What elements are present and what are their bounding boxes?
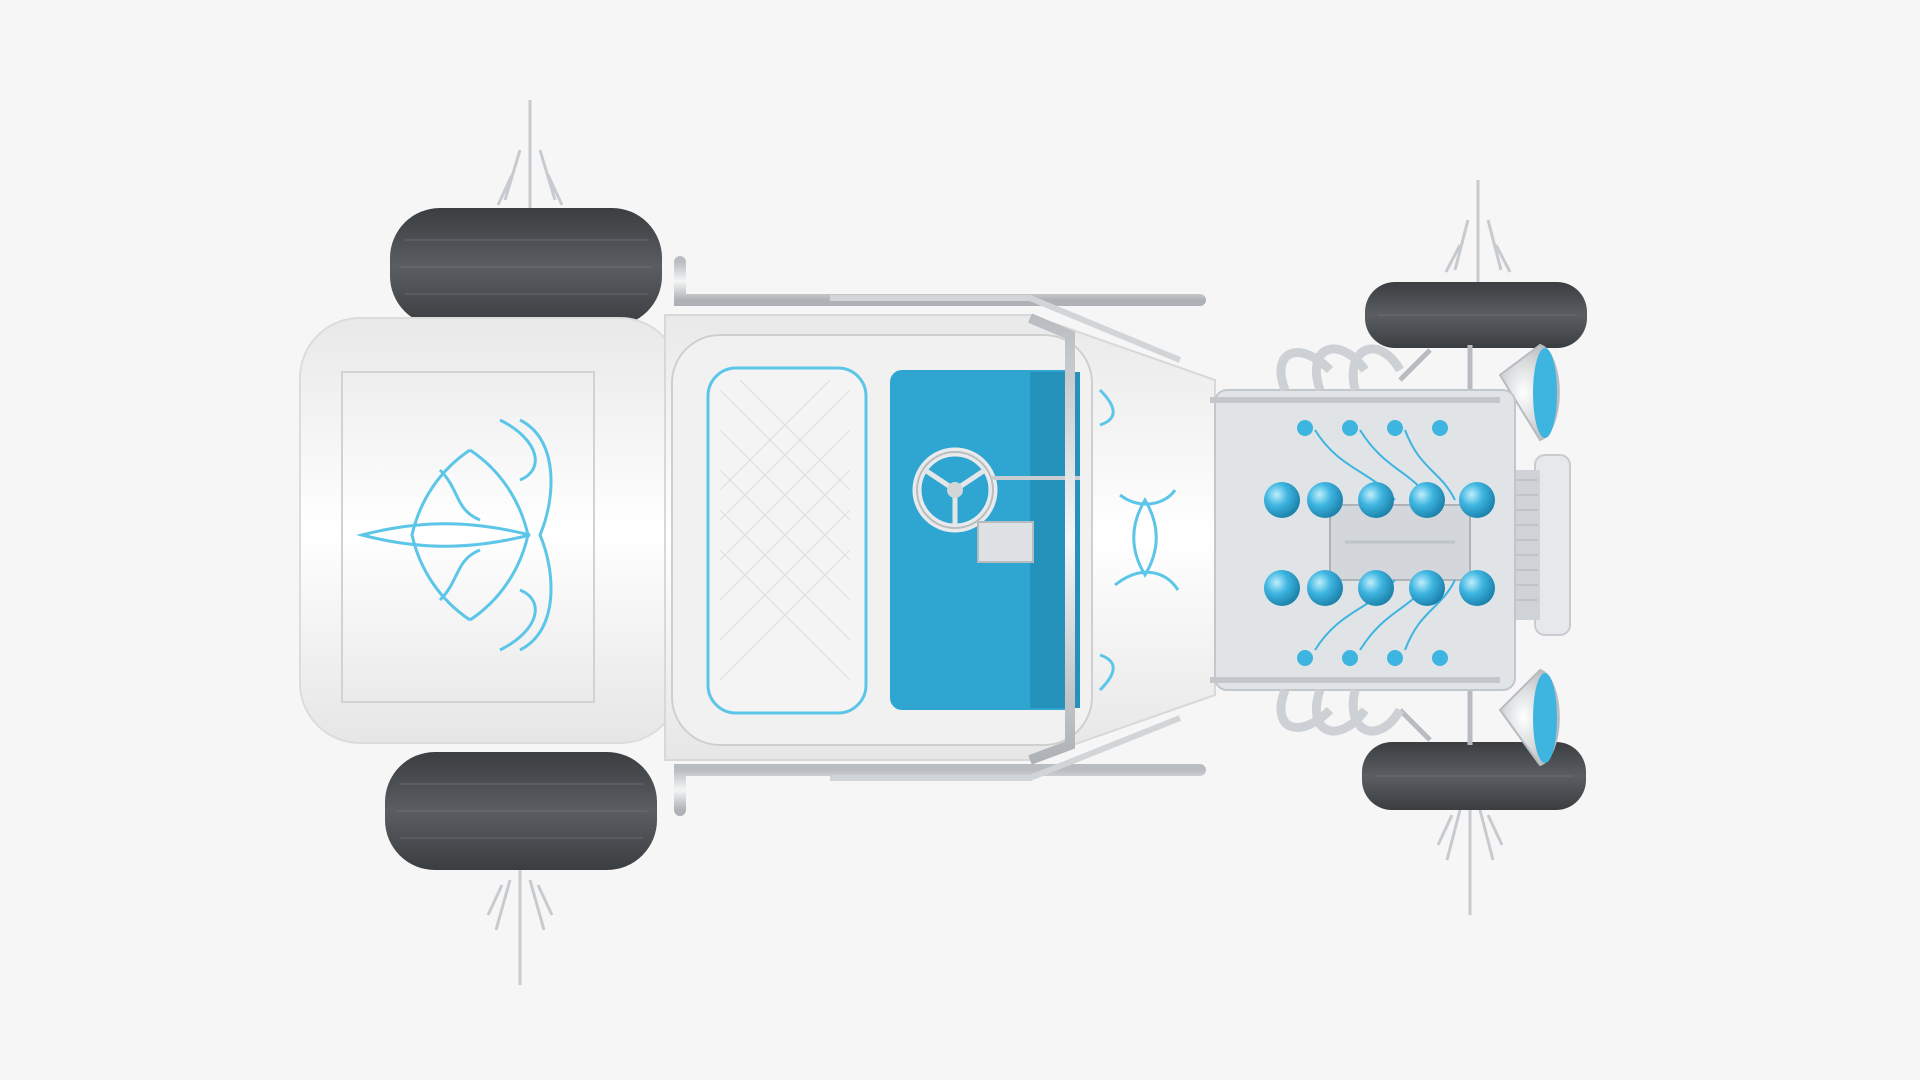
rear-tire-bottom: [385, 752, 657, 870]
frame-rails: [1210, 397, 1500, 683]
headlamp-top: [1498, 343, 1560, 442]
front-tire-top: [1365, 282, 1587, 348]
steering-wheel: [912, 447, 1080, 533]
seat: [706, 366, 868, 715]
engine: [1214, 344, 1516, 736]
pinstripe-art-rear: [356, 418, 553, 652]
air-cleaner-row-bottom: [1264, 570, 1495, 606]
headlamp-bottom: [1498, 668, 1560, 767]
rear-deck: [299, 317, 681, 744]
air-cleaner-row-top: [1264, 482, 1495, 518]
plug-caps: [1297, 420, 1448, 666]
pinstripe-art-cowl: [1098, 388, 1180, 692]
cockpit-body: [664, 295, 1216, 781]
front-tire-bottom: [1362, 742, 1586, 810]
gear-shifter: [977, 521, 1034, 563]
chrome-spikes: [486, 100, 1512, 985]
rear-tire-top: [390, 208, 662, 326]
